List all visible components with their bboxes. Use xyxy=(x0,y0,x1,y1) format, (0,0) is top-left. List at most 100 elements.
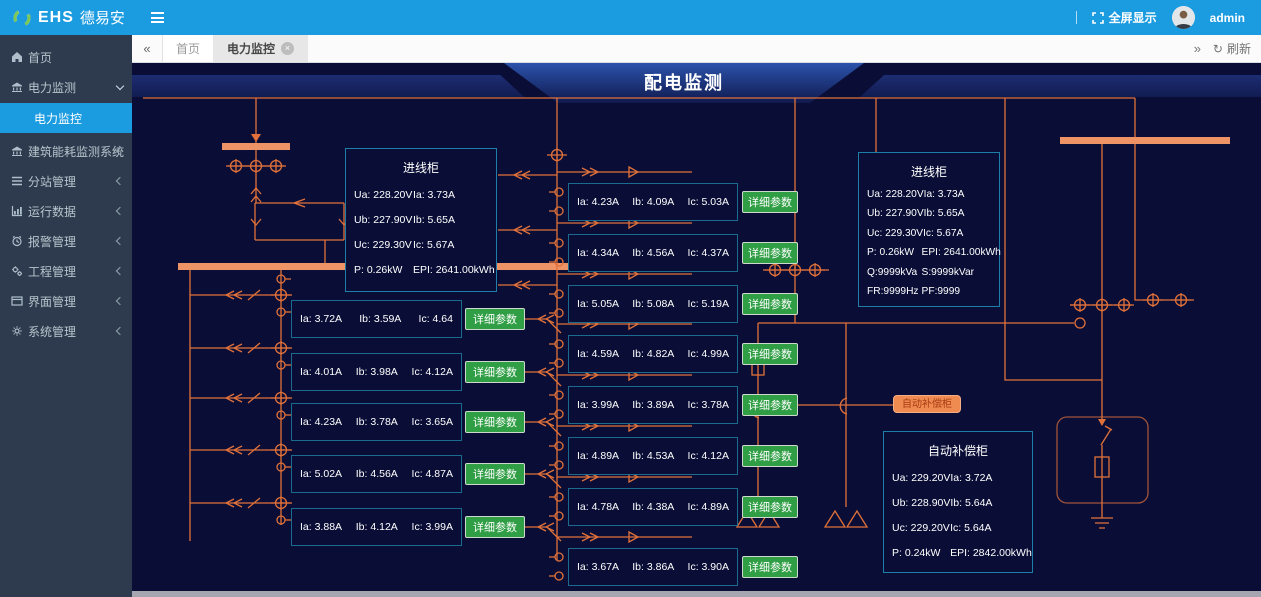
panel-value: Ua: 228.20V xyxy=(354,189,413,201)
tabs: 首页电力监控× xyxy=(163,35,308,62)
current-value-ic: Ic: 3.99A xyxy=(412,521,453,533)
tab-label: 首页 xyxy=(176,40,200,57)
brand-logo-icon xyxy=(12,8,32,28)
bank-icon xyxy=(11,81,23,93)
current-value-ib: Ib: 3.98A xyxy=(356,366,398,378)
chevron-left-icon xyxy=(116,327,124,335)
tab-电力监控[interactable]: 电力监控× xyxy=(214,35,308,62)
detail-params-button[interactable]: 详细参数 xyxy=(742,293,798,315)
current-value-ic: Ic: 4.12A xyxy=(688,450,729,462)
panel-value: EPI: 2641.00kWh xyxy=(413,264,495,276)
sidebar-item-alarm[interactable]: 报警管理 xyxy=(0,226,132,256)
detail-params-button[interactable]: 详细参数 xyxy=(465,411,525,433)
tab-首页[interactable]: 首页 xyxy=(163,35,214,62)
current-value-ia: Ia: 3.88A xyxy=(300,521,342,533)
inlet-right-panel: 进线柜Ua: 228.20VIa: 3.73AUb: 227.90VIb: 5.… xyxy=(858,152,1000,307)
panel-value: P: 0.26kW xyxy=(354,264,413,276)
current-readings-box: Ia: 4.01AIb: 3.98AIc: 4.12A xyxy=(291,353,462,391)
current-value-ic: Ic: 4.64 xyxy=(419,313,453,325)
panel-value: Ia: 3.72A xyxy=(950,472,992,484)
current-value-ib: Ib: 4.82A xyxy=(632,348,674,360)
current-value-ib: Ib: 4.09A xyxy=(632,196,674,208)
distribution-monitor-canvas: 配电监测 xyxy=(132,63,1261,597)
refresh-button[interactable]: ↻ 刷新 xyxy=(1213,40,1251,57)
sidebar-item-label: 报警管理 xyxy=(28,233,76,250)
sidebar-item-interface[interactable]: 界面管理 xyxy=(0,286,132,316)
tab-bar: « 首页电力监控× » ↻ 刷新 xyxy=(132,35,1261,63)
horizontal-scrollbar[interactable] xyxy=(132,591,1261,597)
sidebar-item-label: 运行数据 xyxy=(28,203,76,220)
panel-title: 自动补偿柜 xyxy=(892,442,1024,459)
panel-value: Ub: 227.90V xyxy=(354,214,413,226)
brand: EHS 德易安 xyxy=(0,7,125,28)
panel-value: Q:9999kVa xyxy=(867,267,922,278)
sidebar-item-label: 建筑能耗监测系统 xyxy=(28,143,124,160)
sidebar-item-system[interactable]: 系统管理 xyxy=(0,316,132,346)
chevron-left-icon xyxy=(116,267,124,275)
sidebar-item-home[interactable]: 首页 xyxy=(0,42,132,72)
sidebar-item-building-energy[interactable]: 建筑能耗监测系统 xyxy=(0,136,132,166)
detail-params-button[interactable]: 详细参数 xyxy=(465,516,525,538)
sidebar: 首页电力监测电力监控建筑能耗监测系统分站管理运行数据报警管理工程管理界面管理系统… xyxy=(0,35,132,597)
panel-value: Uc: 229.30V xyxy=(354,239,413,251)
current-value-ic: Ic: 5.19A xyxy=(688,298,729,310)
fullscreen-button[interactable]: 全屏显示 xyxy=(1092,9,1157,26)
current-value-ia: Ia: 3.72A xyxy=(300,313,342,325)
panel-value: Ib: 5.65A xyxy=(924,208,965,219)
detail-params-button[interactable]: 详细参数 xyxy=(742,445,798,467)
sidebar-item-engineering[interactable]: 工程管理 xyxy=(0,256,132,286)
panel-value: EPI: 2842.00kWh xyxy=(950,547,1032,559)
panel-title: 进线柜 xyxy=(867,163,991,180)
auto-compensation-button[interactable]: 自动补偿柜 xyxy=(893,395,961,413)
current-readings-box: Ia: 3.72AIb: 3.59AIc: 4.64 xyxy=(291,300,462,338)
tab-close-icon[interactable]: × xyxy=(281,42,294,55)
detail-params-button[interactable]: 详细参数 xyxy=(742,242,798,264)
sidebar-item-label: 电力监测 xyxy=(28,79,76,96)
panel-value: Ua: 228.20V xyxy=(867,189,924,200)
avatar[interactable] xyxy=(1172,6,1195,29)
chart-icon xyxy=(11,205,23,217)
panel-row: Uc: 229.30VIc: 5.67A xyxy=(867,228,991,239)
refresh-icon: ↻ xyxy=(1213,42,1223,56)
panel-row: P: 0.24kWEPI: 2842.00kWh xyxy=(892,547,1024,559)
panel-row: FR:9999HzPF:9999 xyxy=(867,286,991,297)
menu-toggle-icon[interactable] xyxy=(151,12,164,23)
current-value-ic: Ic: 4.12A xyxy=(412,366,453,378)
panel-value: EPI: 2641.00kWh xyxy=(922,247,1001,258)
sidebar-item-label: 界面管理 xyxy=(28,293,76,310)
sidebar-item-label: 分站管理 xyxy=(28,173,76,190)
detail-params-button[interactable]: 详细参数 xyxy=(742,556,798,578)
detail-params-button[interactable]: 详细参数 xyxy=(742,496,798,518)
detail-params-button[interactable]: 详细参数 xyxy=(742,343,798,365)
sidebar-item-power-monitoring[interactable]: 电力监测 xyxy=(0,72,132,102)
tabs-expand-icon[interactable]: » xyxy=(1194,41,1201,56)
panel-row: Ub: 227.90VIb: 5.65A xyxy=(867,208,991,219)
detail-params-button[interactable]: 详细参数 xyxy=(742,394,798,416)
fullscreen-label: 全屏显示 xyxy=(1109,9,1157,26)
detail-params-button[interactable]: 详细参数 xyxy=(465,361,525,383)
sidebar-item-substation[interactable]: 分站管理 xyxy=(0,166,132,196)
panel-title: 进线柜 xyxy=(354,159,488,176)
sidebar-subitem-power-monitor[interactable]: 电力监控 xyxy=(0,103,132,133)
current-readings-box: Ia: 4.59AIb: 4.82AIc: 4.99A xyxy=(568,335,738,373)
current-value-ic: Ic: 4.37A xyxy=(688,247,729,259)
window-icon xyxy=(11,295,23,307)
current-value-ia: Ia: 4.59A xyxy=(577,348,619,360)
home-icon xyxy=(11,51,23,63)
panel-value: Ub: 227.90V xyxy=(867,208,924,219)
brand-ehs: EHS xyxy=(38,9,74,27)
bank-icon xyxy=(11,145,23,157)
sidebar-item-operation-data[interactable]: 运行数据 xyxy=(0,196,132,226)
auto-comp-panel: 自动补偿柜Ua: 229.20VIa: 3.72AUb: 228.90VIb: … xyxy=(883,431,1033,573)
tabs-collapse-icon[interactable]: « xyxy=(132,35,163,62)
panel-value: Ua: 229.20V xyxy=(892,472,950,484)
panel-value: Ia: 3.73A xyxy=(924,189,965,200)
detail-params-button[interactable]: 详细参数 xyxy=(465,463,525,485)
chevron-left-icon xyxy=(116,297,124,305)
detail-params-button[interactable]: 详细参数 xyxy=(742,191,798,213)
current-readings-box: Ia: 5.05AIb: 5.08AIc: 5.19A xyxy=(568,285,738,323)
detail-params-button[interactable]: 详细参数 xyxy=(465,308,525,330)
current-readings-box: Ia: 4.34AIb: 4.56AIc: 4.37A xyxy=(568,234,738,272)
alarm-icon xyxy=(11,235,23,247)
